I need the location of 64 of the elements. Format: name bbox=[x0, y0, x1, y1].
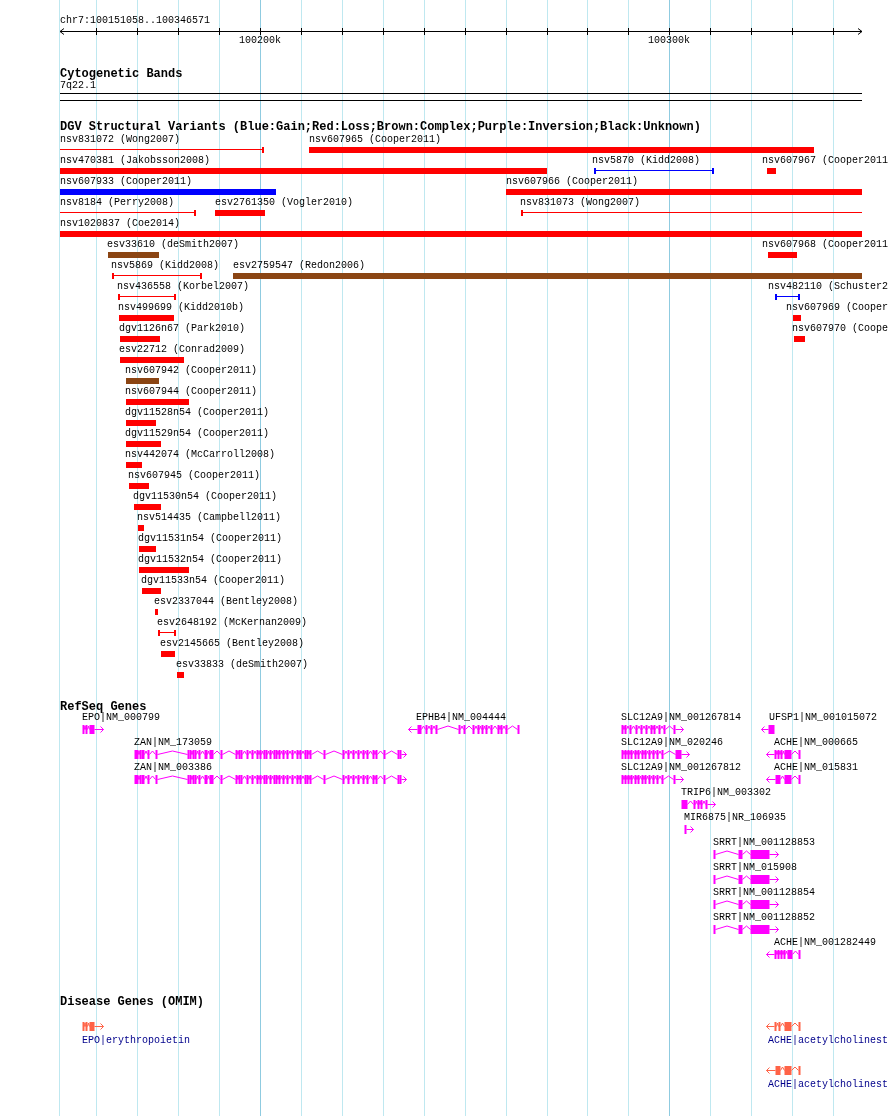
variant-label: nsv514435 (Campbell2011) bbox=[137, 512, 282, 524]
gene-label: MIR6875|NR_106935 bbox=[684, 812, 787, 824]
variant-label: nsv607945 (Cooper2011) bbox=[128, 470, 261, 482]
variant-label: nsv1020837 (Coe2014) bbox=[60, 218, 181, 230]
gene-label: SRRT|NM_001128853 bbox=[713, 837, 816, 849]
variant-label: dgv11532n54 (Cooper2011) bbox=[138, 554, 283, 566]
variant-label: esv2761350 (Vogler2010) bbox=[215, 197, 354, 209]
cytoband-label: 7q22.1 bbox=[60, 80, 96, 92]
variant-label: nsv499699 (Kidd2010b) bbox=[118, 302, 245, 314]
variant-label: nsv831072 (Wong2007) bbox=[60, 134, 181, 146]
variant-label: dgv11531n54 (Cooper2011) bbox=[138, 533, 283, 545]
variant-label: esv33833 (deSmith2007) bbox=[176, 659, 309, 671]
variant-label: nsv5869 (Kidd2008) bbox=[111, 260, 220, 272]
variant-label: nsv482110 (Schuster2 bbox=[768, 281, 889, 293]
gene-label: SLC12A9|NM_001267812 bbox=[621, 762, 742, 774]
gene-label: SRRT|NM_015908 bbox=[713, 862, 797, 874]
variant-label: nsv607968 (Cooper2011 bbox=[762, 239, 889, 251]
gene-label: EPHB4|NM_004444 bbox=[416, 712, 506, 724]
track-title: Disease Genes (OMIM) bbox=[60, 995, 205, 1009]
gene-label: UFSP1|NM_001015072 bbox=[769, 712, 878, 724]
variant-label: nsv607965 (Cooper2011) bbox=[309, 134, 442, 146]
gene-label: SLC12A9|NM_001267814 bbox=[621, 712, 742, 724]
disease-gene-label: EPO|erythropoietin bbox=[82, 1035, 191, 1047]
variant-label: esv2759547 (Redon2006) bbox=[233, 260, 366, 272]
variant-label: esv2337044 (Bentley2008) bbox=[154, 596, 299, 608]
gene-label: SRRT|NM_001128854 bbox=[713, 887, 816, 899]
variant-label: nsv8184 (Perry2008) bbox=[60, 197, 175, 209]
coordinate-range-label: chr7:100151058..100346571 bbox=[60, 15, 211, 27]
variant-label: nsv607942 (Cooper2011) bbox=[125, 365, 258, 377]
variant-label: esv22712 (Conrad2009) bbox=[119, 344, 246, 356]
track-title: DGV Structural Variants (Blue:Gain;Red:Loss;Brown:Complex;Purple:Inversion;Black:Unknown) bbox=[60, 120, 701, 134]
gene-label: SLC12A9|NM_020246 bbox=[621, 737, 724, 749]
gene-label: ACHE|NM_000665 bbox=[774, 737, 858, 749]
variant-label: nsv607967 (Cooper2011 bbox=[762, 155, 889, 167]
variant-label: nsv607970 (Coope bbox=[792, 323, 888, 335]
variant-label: nsv831073 (Wong2007) bbox=[520, 197, 641, 209]
gene-label: ACHE|NM_015831 bbox=[774, 762, 858, 774]
variant-label: esv2145665 (Bentley2008) bbox=[160, 638, 305, 650]
gene-label: EPO|NM_000799 bbox=[82, 712, 160, 724]
variant-label: dgv11528n54 (Cooper2011) bbox=[125, 407, 270, 419]
variant-label: nsv436558 (Korbel2007) bbox=[117, 281, 250, 293]
gene-label: SRRT|NM_001128852 bbox=[713, 912, 816, 924]
variant-label: dgv11533n54 (Cooper2011) bbox=[141, 575, 286, 587]
variant-label: nsv607969 (Cooper bbox=[786, 302, 889, 314]
variant-label: nsv607944 (Cooper2011) bbox=[125, 386, 258, 398]
disease-gene-label: ACHE|acetylcholinest bbox=[768, 1035, 889, 1047]
variant-label: nsv607966 (Cooper2011) bbox=[506, 176, 639, 188]
variant-label: esv33610 (deSmith2007) bbox=[107, 239, 240, 251]
gene-label: ZAN|NM_003386 bbox=[134, 762, 212, 774]
variant-label: nsv5870 (Kidd2008) bbox=[592, 155, 701, 167]
variant-label: dgv11530n54 (Cooper2011) bbox=[133, 491, 278, 503]
gene-label: ACHE|NM_001282449 bbox=[774, 937, 877, 949]
variant-label: dgv1126n67 (Park2010) bbox=[119, 323, 246, 335]
variant-label: nsv442074 (McCarroll2008) bbox=[125, 449, 276, 461]
axis-tick-label: 100200k bbox=[239, 35, 281, 47]
gene-label: TRIP6|NM_003302 bbox=[681, 787, 771, 799]
track-title: Cytogenetic Bands bbox=[60, 67, 183, 81]
disease-gene-label: ACHE|acetylcholinest bbox=[768, 1079, 889, 1091]
variant-label: esv2648192 (McKernan2009) bbox=[157, 617, 308, 629]
variant-label: dgv11529n54 (Cooper2011) bbox=[125, 428, 270, 440]
variant-label: nsv470381 (Jakobsson2008) bbox=[60, 155, 211, 167]
variant-label: nsv607933 (Cooper2011) bbox=[60, 176, 193, 188]
axis-tick-label: 100300k bbox=[648, 35, 690, 47]
gene-label: ZAN|NM_173059 bbox=[134, 737, 212, 749]
